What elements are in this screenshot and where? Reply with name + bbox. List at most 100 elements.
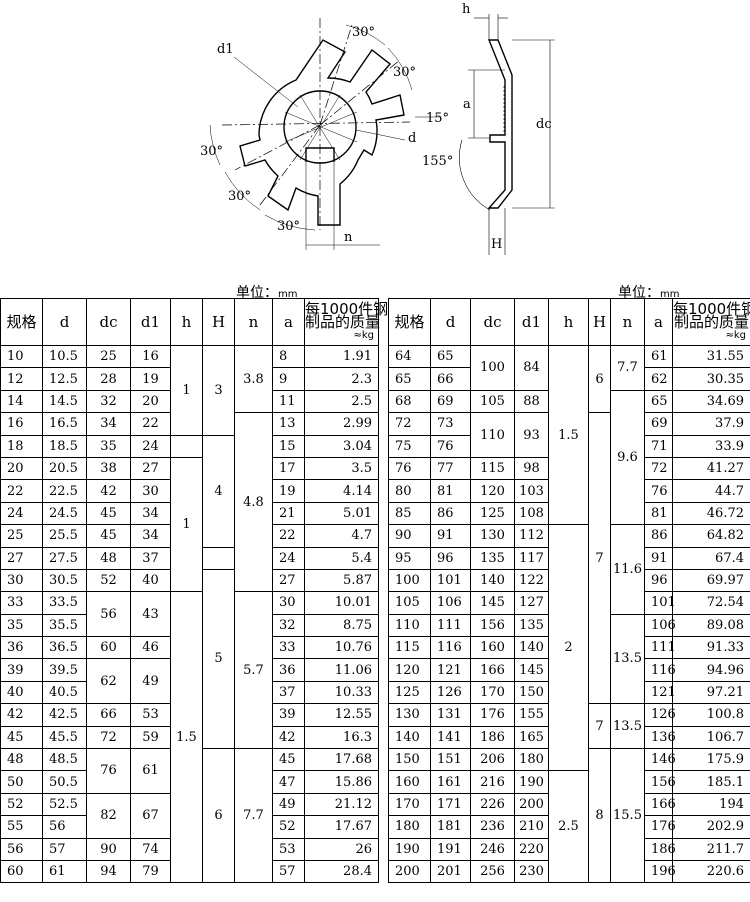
cell-d1: 122 bbox=[514, 568, 549, 593]
cell-mass: 97.21 bbox=[672, 680, 750, 705]
cell-n: 13.5 bbox=[610, 703, 645, 750]
cell-H: 6 bbox=[588, 344, 611, 414]
cell-dc: 72 bbox=[86, 725, 131, 750]
cell-d: 151 bbox=[430, 748, 471, 772]
cell-dc: 236 bbox=[470, 815, 515, 839]
cell-a: 8 bbox=[272, 344, 305, 369]
header-mass-line3: ≈kg bbox=[353, 329, 374, 341]
cell-spec: 150 bbox=[388, 748, 431, 772]
cell-d1: 220 bbox=[514, 837, 549, 861]
cell-mass: 10.33 bbox=[304, 680, 379, 705]
cell-dc: 48 bbox=[86, 546, 131, 570]
cell-d1: 37 bbox=[130, 546, 171, 570]
cell-a: 72 bbox=[644, 456, 673, 481]
cell-d1: 34 bbox=[130, 524, 171, 548]
cell-d: 77 bbox=[430, 456, 471, 481]
header-d1: d1 bbox=[130, 298, 171, 346]
cell-spec: 190 bbox=[388, 837, 431, 861]
cell-d1: 34 bbox=[130, 501, 171, 526]
cell-mass: 5.01 bbox=[304, 501, 379, 526]
cell-mass: 34.69 bbox=[672, 389, 750, 414]
cell-mass: 15.86 bbox=[304, 770, 379, 794]
header-dc: dc bbox=[470, 298, 515, 346]
cell-mass: 16.3 bbox=[304, 725, 379, 750]
label-ang-side: 155° bbox=[422, 154, 453, 169]
cell-dc: 76 bbox=[86, 748, 131, 794]
cell-d1: 67 bbox=[130, 792, 171, 839]
cell-dc: 35 bbox=[86, 434, 131, 458]
cell-d: 81 bbox=[430, 479, 471, 503]
cell-mass: 10.01 bbox=[304, 591, 379, 615]
header-spec: 规格 bbox=[388, 298, 431, 346]
cell-dc: 38 bbox=[86, 456, 131, 481]
cell-dc: 160 bbox=[470, 636, 515, 660]
unit-label-right: 单位：mm bbox=[618, 282, 679, 302]
cell-d: 111 bbox=[430, 613, 471, 638]
cell-dc: 110 bbox=[470, 412, 515, 458]
table-header-row: 规格 d dc d1 h H n a 每1000件钢 制品的质量 ≈kg bbox=[0, 298, 388, 346]
label-ang-bottom: 30° bbox=[277, 219, 300, 234]
cell-d1: 140 bbox=[514, 636, 549, 660]
cell-a: 19 bbox=[272, 479, 305, 503]
cell-H: 3 bbox=[202, 345, 235, 436]
cell-d1: 145 bbox=[514, 658, 549, 682]
cell-d1: 22 bbox=[130, 412, 171, 436]
cell-h: 1 bbox=[170, 456, 203, 593]
cell-d1: 108 bbox=[514, 501, 549, 526]
cell-mass: 2.3 bbox=[304, 367, 379, 391]
unit-label-left: 单位：mm bbox=[236, 282, 297, 302]
cell-d: 76 bbox=[430, 434, 471, 458]
cell-mass: 17.68 bbox=[304, 748, 379, 772]
cell-a: 69 bbox=[644, 412, 673, 436]
cell-dc: 166 bbox=[470, 658, 515, 682]
cell-a: 27 bbox=[272, 568, 305, 593]
cell-dc: 170 bbox=[470, 680, 515, 705]
cell-a: 91 bbox=[644, 546, 673, 570]
cell-d1: 20 bbox=[130, 389, 171, 414]
cell-mass: 41.27 bbox=[672, 456, 750, 481]
cell-d: 116 bbox=[430, 636, 471, 660]
cell-mass: 26 bbox=[304, 837, 379, 861]
cell-n: 9.6 bbox=[610, 389, 645, 526]
cell-dc: 125 bbox=[470, 501, 515, 526]
cell-mass: 106.7 bbox=[672, 725, 750, 750]
cell-dc: 94 bbox=[86, 859, 131, 884]
cell-mass: 2.5 bbox=[304, 389, 379, 414]
cell-spec: 200 bbox=[388, 859, 431, 884]
header-dc: dc bbox=[86, 298, 131, 346]
cell-d: 106 bbox=[430, 591, 471, 615]
header-h: h bbox=[170, 298, 203, 346]
cell-a: 176 bbox=[644, 815, 676, 839]
cell-h: 1.5 bbox=[548, 344, 589, 526]
cell-H: 5 bbox=[202, 568, 235, 750]
cell-spec: 22 bbox=[0, 479, 43, 503]
cell-a: 126 bbox=[644, 703, 676, 727]
cell-d1: 190 bbox=[514, 770, 549, 794]
cell-spec: 33 bbox=[0, 591, 43, 615]
cell-d1: 24 bbox=[130, 434, 171, 458]
cell-d: 50.5 bbox=[42, 770, 87, 794]
cell-d: 86 bbox=[430, 501, 471, 526]
cell-a: 101 bbox=[644, 591, 676, 615]
cell-d1: 59 bbox=[130, 725, 171, 750]
cell-a: 156 bbox=[644, 770, 676, 794]
cell-spec: 115 bbox=[388, 636, 431, 660]
cell-spec: 20 bbox=[0, 456, 43, 481]
cell-dc: 90 bbox=[86, 837, 131, 861]
cell-n: 15.5 bbox=[610, 748, 645, 884]
header-d: d bbox=[42, 298, 87, 346]
cell-dc: 62 bbox=[86, 658, 131, 705]
cell-spec: 80 bbox=[388, 479, 431, 503]
cell-n: 3.8 bbox=[234, 344, 273, 414]
cell-dc: 45 bbox=[86, 524, 131, 548]
cell-spec: 25 bbox=[0, 524, 43, 548]
cell-mass: 5.87 bbox=[304, 568, 379, 593]
cell-h: 1.5 bbox=[170, 591, 203, 884]
header-spec: 规格 bbox=[0, 298, 43, 346]
